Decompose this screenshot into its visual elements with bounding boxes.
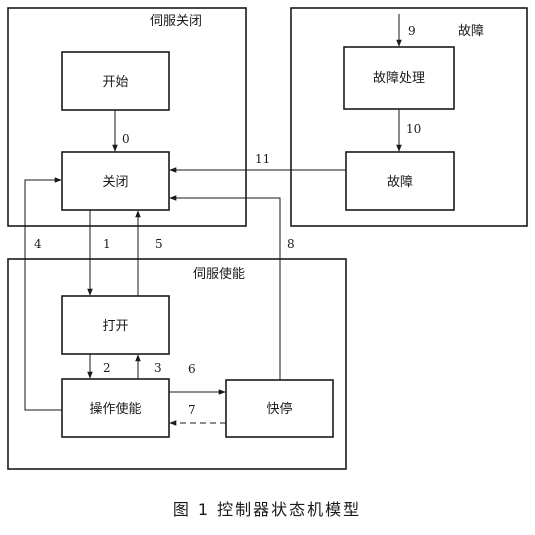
transition-8-label: 8 bbox=[287, 237, 295, 251]
state-quick-stop bbox=[225, 379, 334, 438]
transition-10-label: 10 bbox=[406, 122, 421, 136]
state-quick-stop-label: 快停 bbox=[266, 401, 292, 417]
transition-8-arrow bbox=[169, 195, 281, 380]
transition-3-label: 3 bbox=[154, 361, 162, 375]
state-off bbox=[61, 151, 170, 211]
state-fault-handling bbox=[343, 46, 455, 110]
state-open-label: 打开 bbox=[102, 319, 128, 334]
state-fault bbox=[345, 151, 455, 211]
region-servo-off bbox=[7, 7, 247, 227]
region-servo-enable-label: 伺服使能 bbox=[193, 266, 245, 282]
state-fault-label: 故障 bbox=[387, 175, 413, 190]
transition-1-label: 1 bbox=[103, 237, 111, 251]
state-off-label: 关闭 bbox=[102, 175, 128, 190]
transition-5-label: 5 bbox=[155, 237, 163, 251]
state-fault-handling-label: 故障处理 bbox=[373, 71, 425, 86]
region-servo-enable bbox=[7, 258, 347, 470]
transition-0-label: 0 bbox=[122, 132, 130, 146]
state-op-enable-label: 操作使能 bbox=[89, 401, 141, 417]
transition-4-arrow bbox=[24, 177, 62, 411]
transition-9-label: 9 bbox=[408, 24, 416, 38]
transition-11-label: 11 bbox=[255, 152, 270, 166]
transition-4-label: 4 bbox=[34, 237, 42, 251]
figure-caption: 图 1 控制器状态机模型 bbox=[173, 500, 361, 519]
transition-6-label: 6 bbox=[188, 362, 196, 376]
region-fault bbox=[290, 7, 528, 227]
transition-2-label: 2 bbox=[103, 361, 111, 375]
region-servo-off-label: 伺服关闭 bbox=[150, 14, 202, 29]
region-fault-label: 故障 bbox=[458, 24, 484, 39]
state-op-enable bbox=[61, 378, 170, 438]
transition-7-label: 7 bbox=[188, 403, 196, 417]
state-start bbox=[61, 51, 170, 111]
state-start-label: 开始 bbox=[102, 75, 128, 90]
state-open bbox=[61, 295, 170, 355]
